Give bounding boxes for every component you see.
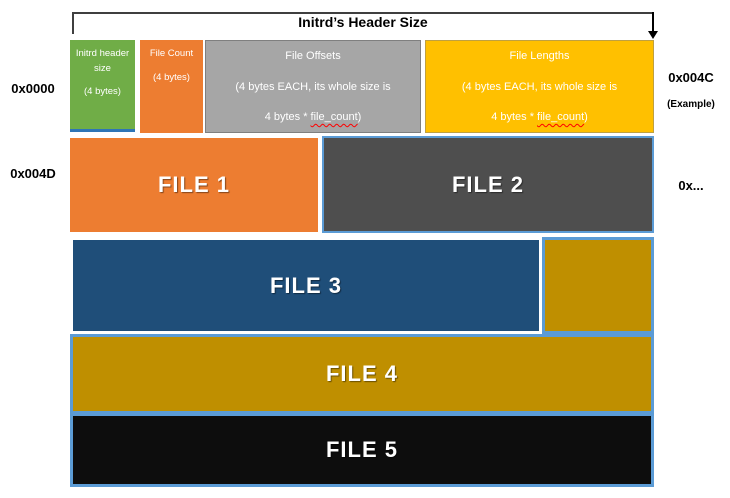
box-formula: 4 bytes * file_count) xyxy=(265,111,362,123)
box-title: File Offsets xyxy=(285,50,341,62)
file-4-block: FILE 4 xyxy=(73,337,651,411)
box-description: (4 bytes EACH, its whole size is xyxy=(461,80,618,93)
box-title: Initrd header size xyxy=(75,48,130,74)
header-size-bracket-right-line xyxy=(652,12,654,32)
file-lengths-box: File Lengths (4 bytes EACH, its whole si… xyxy=(425,40,654,133)
header-size-bracket-left-tick xyxy=(72,12,74,34)
file-3-remainder-block xyxy=(545,240,651,331)
file-count-box: File Count (4 bytes) xyxy=(140,40,203,133)
formula-variable: file_count xyxy=(537,111,585,123)
formula-suffix: ) xyxy=(357,111,362,123)
file-offsets-box: File Offsets (4 bytes EACH, its whole si… xyxy=(205,40,421,133)
initrd-header-size-box: Initrd header size (4 bytes) xyxy=(70,40,135,129)
address-label-left-header: 0x0000 xyxy=(11,81,55,96)
box-size-note: (4 bytes) xyxy=(84,86,121,98)
formula-prefix: 4 bytes * xyxy=(491,111,538,123)
box-title: File Lengths xyxy=(509,50,570,62)
address-example-note: (Example) xyxy=(667,99,715,110)
formula-variable: file_count xyxy=(310,111,358,123)
formula-suffix: ) xyxy=(584,111,588,123)
file-2-block: FILE 2 xyxy=(322,136,654,233)
header-size-bracket-line xyxy=(72,12,654,14)
box-description: (4 bytes EACH, its whole size is xyxy=(235,80,391,93)
file-1-block: FILE 1 xyxy=(70,138,318,232)
address-label-right-files: 0x... xyxy=(678,178,704,193)
file-5-block: FILE 5 xyxy=(73,416,651,484)
file-3-block: FILE 3 xyxy=(70,237,542,334)
address-value: 0x004C xyxy=(668,70,714,85)
down-arrow-icon xyxy=(648,31,658,39)
header-size-bracket-label: Initrd’s Header Size xyxy=(298,14,428,30)
address-label-right-header: 0x004C (Example) xyxy=(658,70,724,110)
box-formula: 4 bytes * file_count) xyxy=(491,111,588,123)
box-title: File Count xyxy=(149,48,194,59)
box-size-note: (4 bytes) xyxy=(153,71,190,83)
green-box-underline xyxy=(70,129,135,132)
formula-prefix: 4 bytes * xyxy=(264,111,311,123)
address-label-left-files: 0x004D xyxy=(10,166,56,181)
